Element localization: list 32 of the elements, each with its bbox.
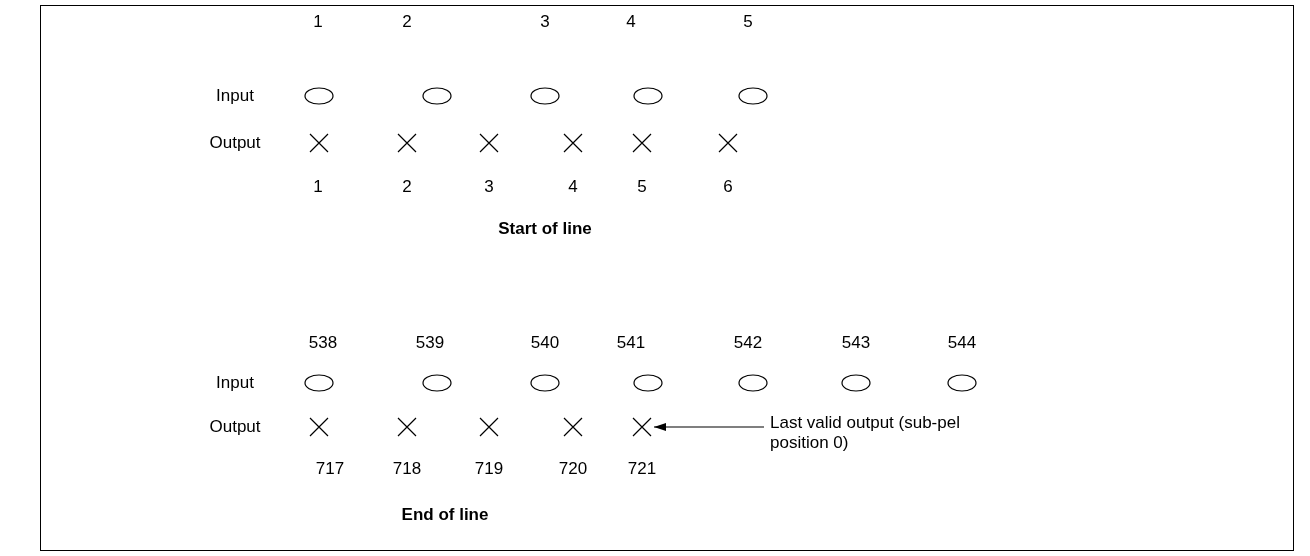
index-number: 1 <box>313 12 323 32</box>
index-number: 3 <box>540 12 550 32</box>
row-label: Output <box>209 417 261 437</box>
section-caption: End of line <box>401 505 489 525</box>
row-label: Input <box>216 373 254 393</box>
row-label: Input <box>216 86 254 106</box>
index-number: 539 <box>415 333 445 353</box>
index-number: 541 <box>616 333 646 353</box>
index-number: 5 <box>637 177 647 197</box>
callout-text: Last valid output (sub-pel position 0) <box>770 413 970 453</box>
index-number: 4 <box>626 12 636 32</box>
section-caption: Start of line <box>498 219 592 239</box>
index-number: 6 <box>723 177 733 197</box>
index-number: 3 <box>484 177 494 197</box>
output-sample-icon <box>632 417 652 437</box>
row-label: Output <box>209 133 261 153</box>
index-number: 2 <box>402 177 412 197</box>
index-number: 720 <box>558 459 588 479</box>
arrow <box>653 423 765 431</box>
index-number: 721 <box>627 459 657 479</box>
index-number: 542 <box>733 333 763 353</box>
index-number: 1 <box>313 177 323 197</box>
index-number: 544 <box>947 333 977 353</box>
index-number: 4 <box>568 177 578 197</box>
index-number: 718 <box>392 459 422 479</box>
index-number: 2 <box>402 12 412 32</box>
index-number: 543 <box>841 333 871 353</box>
index-number: 540 <box>530 333 560 353</box>
index-number: 5 <box>743 12 753 32</box>
index-number: 717 <box>315 459 345 479</box>
index-number: 719 <box>474 459 504 479</box>
index-number: 538 <box>308 333 338 353</box>
